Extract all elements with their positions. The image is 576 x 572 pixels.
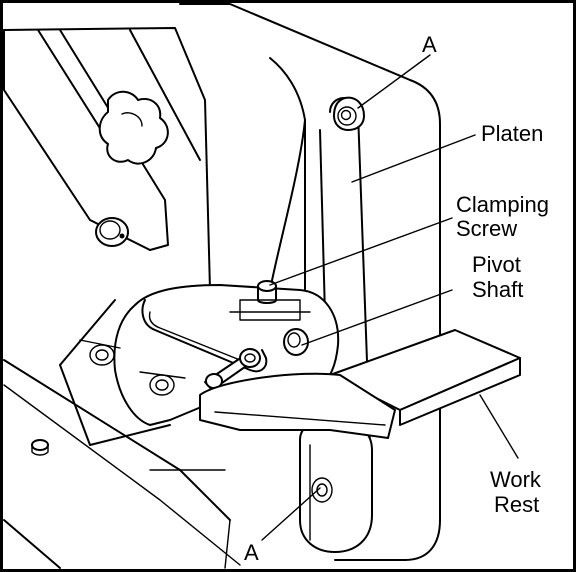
- leader-a-bottom: [261, 487, 321, 541]
- clamping-screw: [229, 280, 311, 321]
- leader-platen: [351, 134, 476, 183]
- locking-handle: [204, 348, 261, 391]
- arm-pivot-stud: [95, 217, 129, 247]
- lower-drum: [299, 419, 373, 553]
- leader-lines: [261, 54, 519, 541]
- label-a-bottom: A: [244, 540, 259, 565]
- label-clamping-line2: Screw: [456, 216, 517, 241]
- adjustment-arm: [3, 29, 201, 251]
- machine-housing: [3, 3, 441, 569]
- work-rest: [199, 329, 521, 439]
- leader-pivot-shaft: [301, 289, 453, 346]
- label-work-line1: Work: [490, 467, 542, 492]
- label-platen: Platen: [481, 121, 543, 146]
- leader-clamping-screw: [269, 217, 453, 286]
- housing-plug: [31, 439, 49, 456]
- leader-work-rest: [479, 394, 519, 459]
- leader-a-top: [357, 54, 431, 109]
- pivot-shaft: [283, 328, 309, 356]
- label-clamping-line1: Clamping: [456, 192, 549, 217]
- label-work-line2: Rest: [494, 492, 539, 517]
- label-a-top: A: [422, 32, 437, 57]
- star-knob: [98, 90, 169, 165]
- label-pivot-line2: Shaft: [472, 277, 523, 302]
- label-pivot-line1: Pivot: [472, 252, 521, 277]
